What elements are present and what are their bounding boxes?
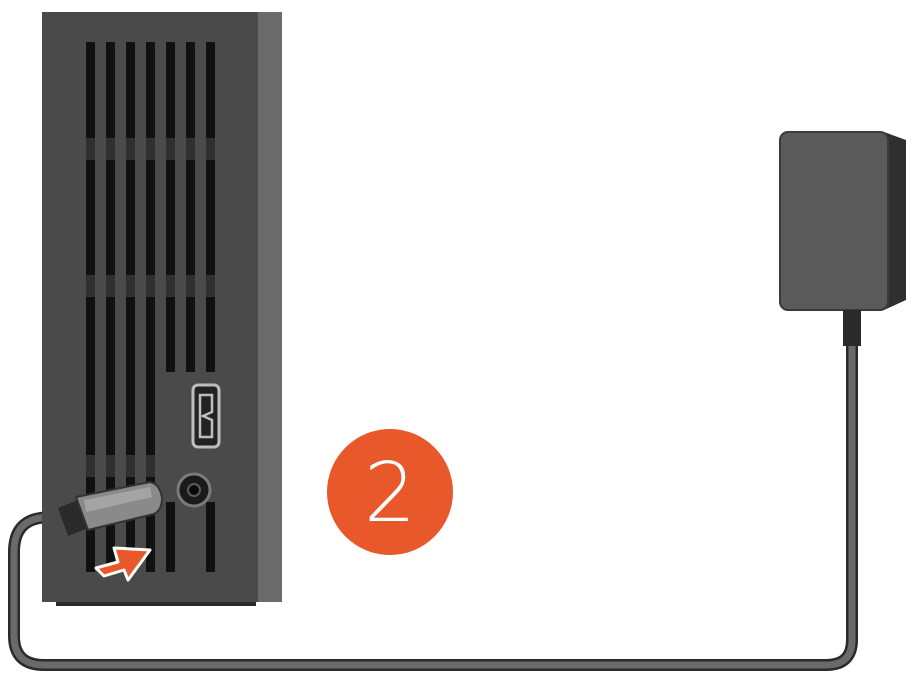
power-adapter	[779, 131, 906, 346]
step-badge-circle	[327, 429, 453, 555]
vent-grille	[80, 42, 220, 572]
dc-power-port-icon	[176, 472, 212, 508]
step-number: 2	[364, 446, 416, 541]
power-adapter-face	[779, 131, 889, 311]
power-plug	[58, 480, 164, 536]
insert-arrow-icon	[94, 546, 152, 582]
step-badge: 2	[327, 429, 453, 555]
usb-3-port-icon	[191, 383, 221, 449]
adapter-strain-relief	[843, 310, 861, 346]
power-cable-inner	[10, 336, 856, 669]
